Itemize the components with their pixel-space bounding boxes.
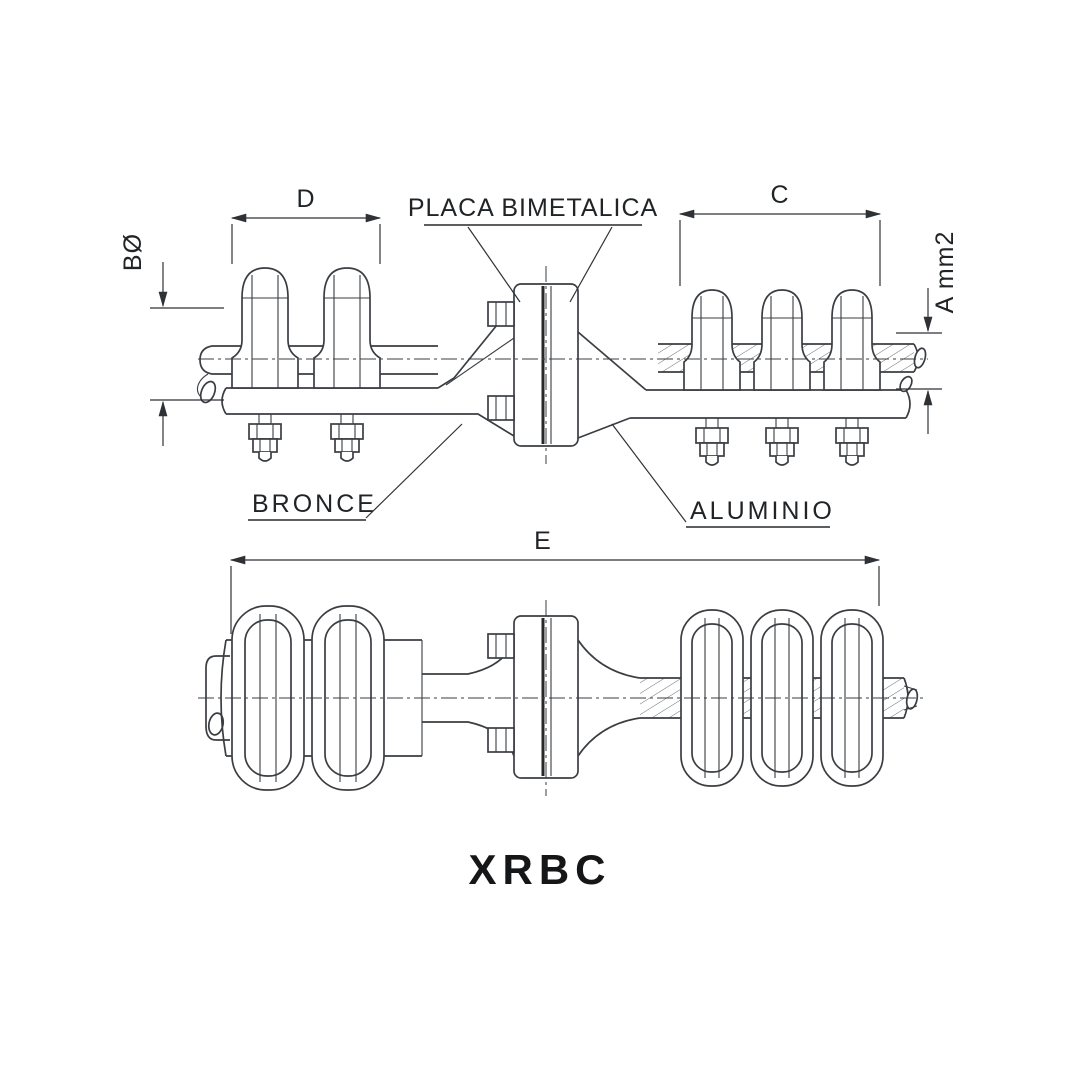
bottom-view [198, 600, 924, 796]
aluminum-label: ALUMINIO [690, 497, 835, 525]
bronze-tail-front [205, 655, 230, 741]
dimension-d: D [230, 185, 382, 264]
aluminum-saddle-clamp [823, 289, 881, 391]
dim-d-label: D [296, 185, 315, 213]
aluminum-saddle-clamp [753, 289, 811, 391]
bolt-nut [765, 417, 799, 466]
dimension-e: E [229, 527, 881, 634]
bolt-nut [695, 417, 729, 466]
dimension-c: C [678, 181, 882, 286]
bronze-transition-bottom [438, 413, 515, 437]
dimension-a-mm2: A mm2 [896, 231, 959, 434]
callout-bimetallic-plate: PLACA BIMETALICA [408, 194, 658, 303]
dimension-b-diameter: BØ [119, 233, 224, 446]
bimetallic-plate-label: PLACA BIMETALICA [408, 194, 658, 222]
bronze-conductor [196, 345, 438, 404]
model-title: XRBC [468, 846, 611, 893]
callout-bronze: BRONCE [248, 423, 463, 521]
bolt-nut [330, 413, 364, 462]
bronze-saddle-clamp [313, 267, 381, 389]
top-view [196, 266, 928, 466]
dim-e-label: E [534, 527, 552, 555]
bimetallic-plate-front [486, 614, 580, 780]
callout-aluminum: ALUMINIO [611, 423, 835, 528]
dim-a-label: A mm2 [931, 231, 959, 314]
dim-c-label: C [770, 181, 789, 209]
bronze-label: BRONCE [252, 490, 377, 518]
bronze-transition-top [437, 303, 515, 389]
bolt-nut [248, 413, 282, 462]
bimetallic-plate [486, 282, 580, 448]
bronze-saddle-clamp [231, 267, 299, 389]
bolt-nut [835, 417, 869, 466]
aluminum-saddle-clamp [683, 289, 741, 391]
dim-b-label: BØ [119, 233, 147, 271]
